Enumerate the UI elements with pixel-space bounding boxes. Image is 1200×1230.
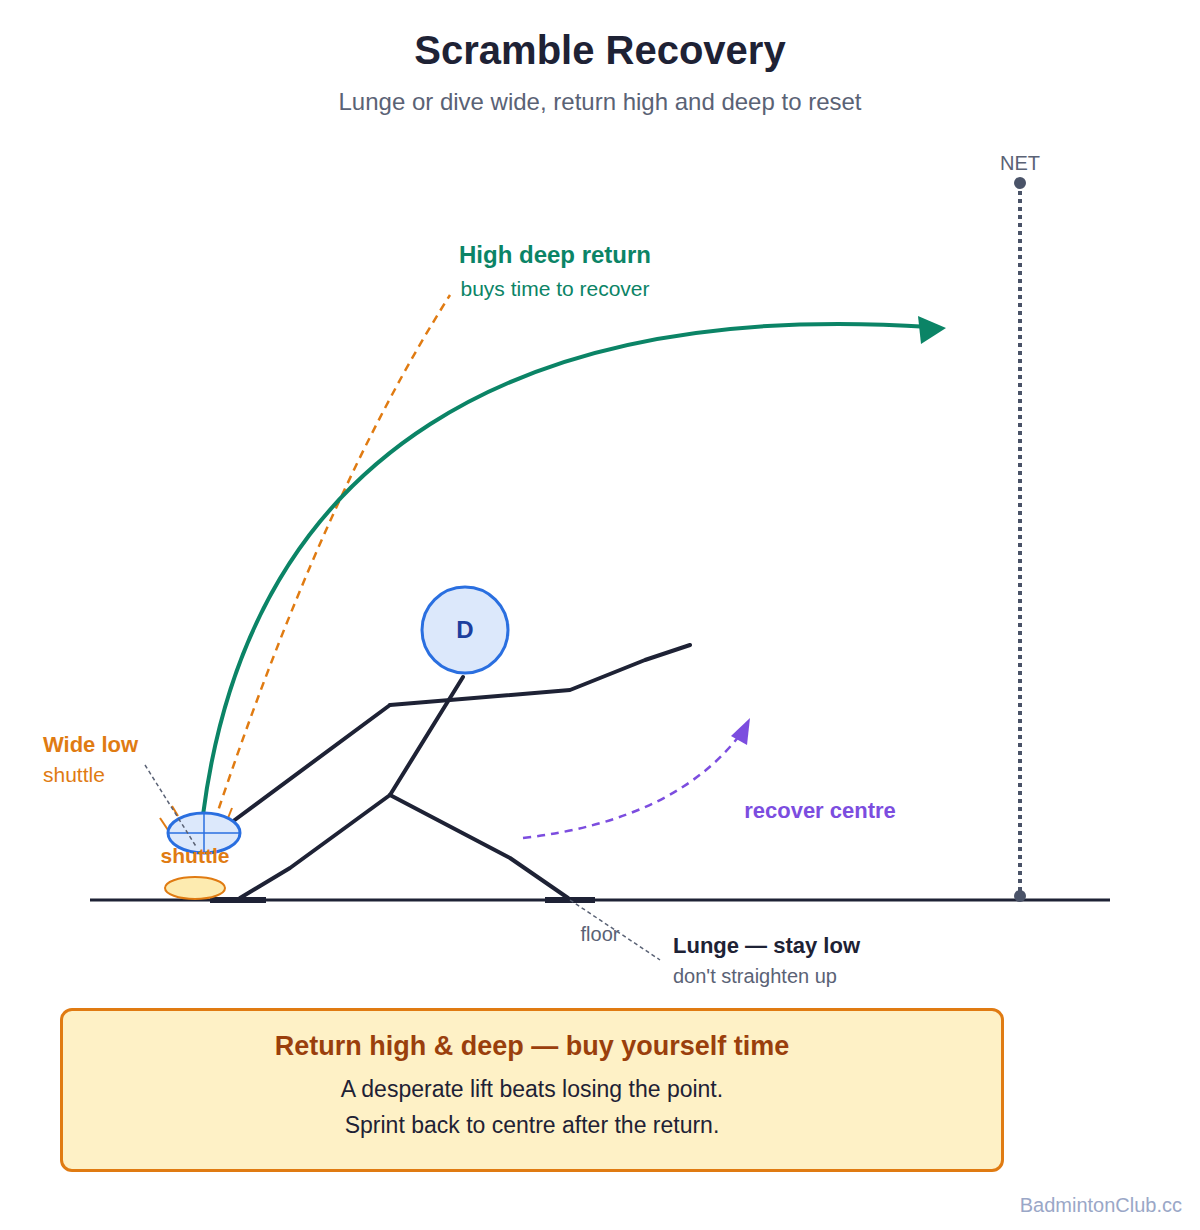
callout-note: shuttle [43,762,105,787]
player-figure [232,645,690,898]
shuttle-shape [165,877,225,899]
net-base [1014,890,1026,902]
racket-string [169,832,239,834]
node-heading: Return high & deep — buy yourself time [275,1029,790,1063]
movement-label: recover centre [744,798,896,824]
node-body: Sprint back to centre after the return. [345,1107,720,1143]
return-trajectory [203,324,930,815]
foot [210,897,266,903]
recovery-path [523,728,745,838]
net-post [1018,183,1022,896]
callout-note: don't straighten up [673,964,837,988]
callout-heading: High deep return [459,241,651,270]
player-circle: D [420,585,510,675]
shuttle-label: shuttle [161,843,230,868]
net-top [1014,177,1026,189]
leader-line [145,765,197,848]
floor-line [90,899,1110,902]
diagram-title: Scramble Recovery [414,26,785,74]
arrow-head [918,316,946,344]
callout-heading: Lunge — stay low [673,933,860,959]
node-heading: D [456,616,473,645]
circle-shape [422,587,508,673]
tip-box: Return high & deep — buy yourself time A … [60,1008,1004,1172]
callout-heading: Wide low [43,732,138,758]
node-body: A desperate lift beats losing the point. [341,1071,723,1107]
leader-line [570,900,660,960]
watermark: BadmintonClub.cc [1020,1193,1182,1217]
diagram-subtitle: Lunge or dive wide, return high and deep… [338,88,861,117]
callout-note: buys time to recover [460,276,649,301]
net-label: NET [1000,151,1040,175]
floor-label: floor [581,922,620,946]
arrow-head [731,718,750,745]
